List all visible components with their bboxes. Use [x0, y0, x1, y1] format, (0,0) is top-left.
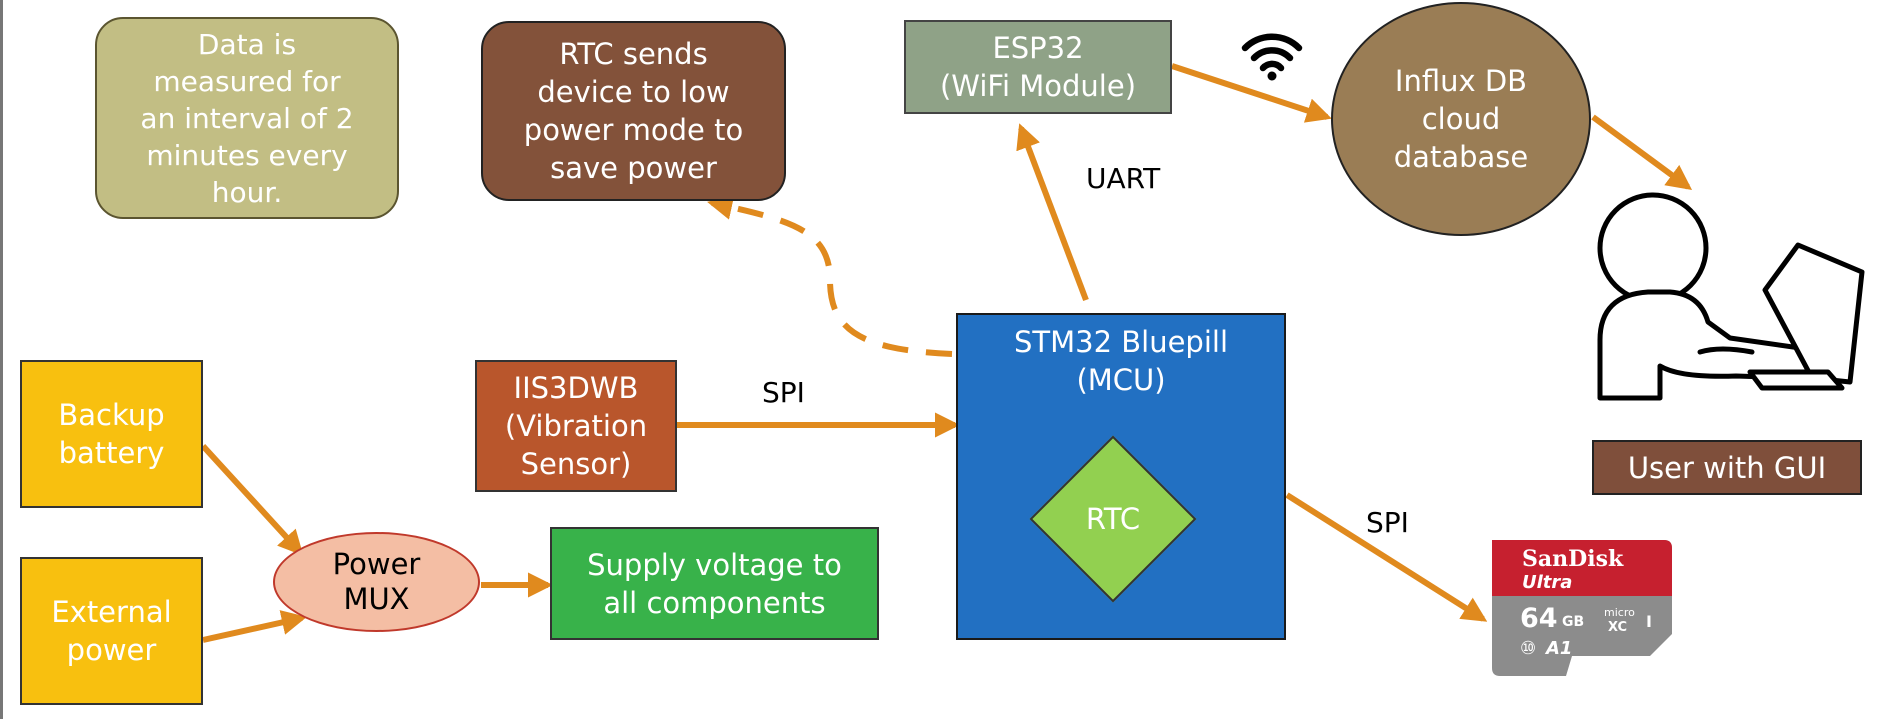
arrow-mcu-to-esp32 [1016, 123, 1089, 302]
user-laptop-icon [1597, 192, 1865, 401]
sd-a1: A1 [1546, 638, 1573, 659]
mcu-label: STM32 Bluepill (MCU) [1013, 325, 1229, 397]
power-mux-ellipse: Power MUX [273, 532, 480, 632]
label-spi-sd: SPI [1366, 506, 1409, 539]
sd-line: Ultra [1522, 572, 1573, 593]
note-measurement-interval: Data is measured for an interval of 2 mi… [95, 17, 399, 219]
sd-brand: SanDisk [1522, 546, 1624, 572]
rtc-label: RTC [1085, 502, 1141, 536]
arrow-esp32-to-cloud [1171, 63, 1332, 123]
label-uart: UART [1086, 162, 1161, 195]
left-border [0, 0, 3, 719]
label-spi-sensor: SPI [762, 376, 805, 409]
esp32-box: ESP32 (WiFi Module) [904, 20, 1172, 114]
sd-capacity: 64 [1520, 603, 1558, 634]
sd-badge-micro: micro [1604, 606, 1635, 619]
arrow-external-to-mux [202, 610, 307, 643]
arrow-battery-to-mux [200, 443, 304, 556]
arrow-cloud-to-user [1591, 114, 1693, 190]
influx-cloud-database: Influx DB cloud database [1331, 2, 1591, 236]
backup-battery-box: Backup battery [20, 360, 203, 508]
dashed-arrow-rtc-to-note [707, 194, 953, 357]
user-gui-label: User with GUI [1592, 440, 1862, 495]
vibration-sensor-box: IIS3DWB (Vibration Sensor) [475, 360, 677, 492]
external-power-box: External power [20, 557, 203, 705]
microsd-card-icon [1492, 540, 1672, 676]
arrow-mcu-to-sdcard [1285, 492, 1488, 622]
sd-class-mark: ⑩ [1520, 638, 1537, 659]
note-low-power-mode: RTC sends device to low power mode to sa… [481, 21, 786, 201]
sd-uhs: I [1646, 612, 1652, 631]
sd-badge-xc: XC [1608, 620, 1628, 635]
supply-voltage-box: Supply voltage to all components [550, 527, 879, 640]
sd-unit: GB [1562, 614, 1585, 630]
wifi-icon [1241, 33, 1303, 81]
